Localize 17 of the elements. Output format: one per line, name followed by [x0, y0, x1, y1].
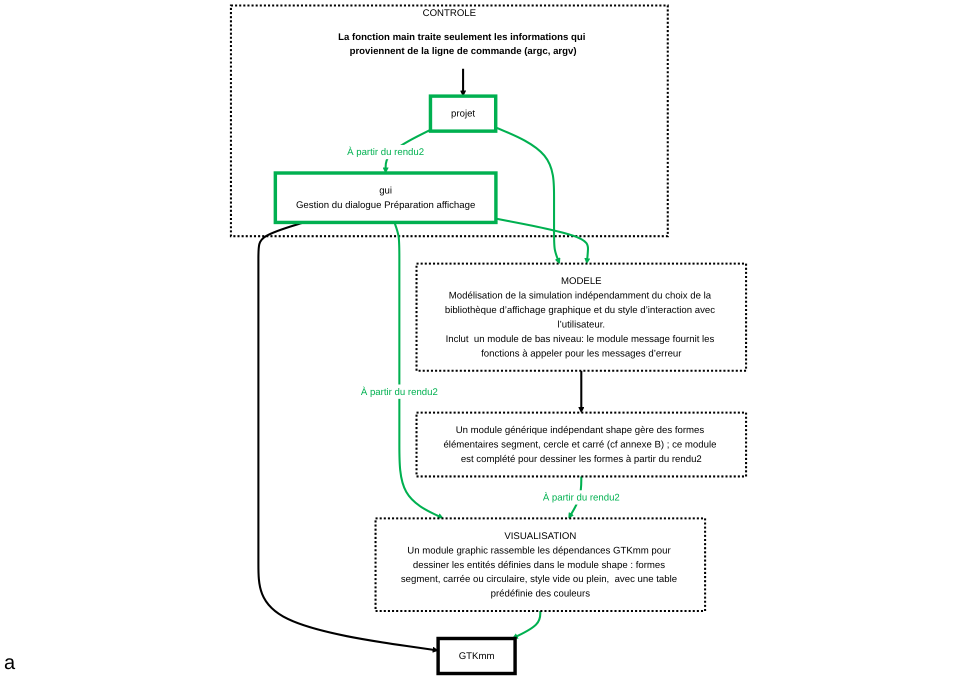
stray-letter: a	[4, 652, 16, 675]
arrow	[495, 126, 560, 264]
arrow	[393, 222, 444, 519]
edge-label: À partir du rendu2	[542, 492, 620, 503]
node-box: MODELE Modélisation de la simulation indépendamment du choix de la bibliothèque d’affichage graphique et du style d’interaction avec l’utilisateur. Inclut un module de bas niveau: le module message fournit les fonctions à appeler pour les messages d’erreur	[416, 262, 748, 372]
edge-label: À partir du rendu2	[347, 146, 424, 158]
node-box: gui Gestion du dialogue Préparation affichage	[274, 171, 498, 224]
edge-label: À partir du rendu2	[360, 386, 438, 397]
node-box: VISUALISATION Un module graphic rassemble les dépendances GTKmm pour dessiner les entités définies dans le module shape : formes segment, carrée ou circulaire, style vide ou plein, avec une table prédéfinie des couleurs	[374, 517, 706, 612]
arrow	[578, 370, 584, 413]
node-box: projet	[428, 94, 498, 133]
arrow	[512, 611, 542, 639]
node-box: GTKmm	[436, 636, 517, 676]
arrow	[496, 218, 590, 264]
arrow	[460, 68, 466, 96]
node-box: Un module générique indépendant shape gère des formes élémentaires segment, cercle et carré (cf annexe B) ; ce module est complété pour dessiner les formes à partir du rendu2	[416, 412, 748, 478]
node-text: La fonction main traite seulement les informations qui proviennent de la ligne de commande (argc, argv)	[338, 30, 586, 56]
